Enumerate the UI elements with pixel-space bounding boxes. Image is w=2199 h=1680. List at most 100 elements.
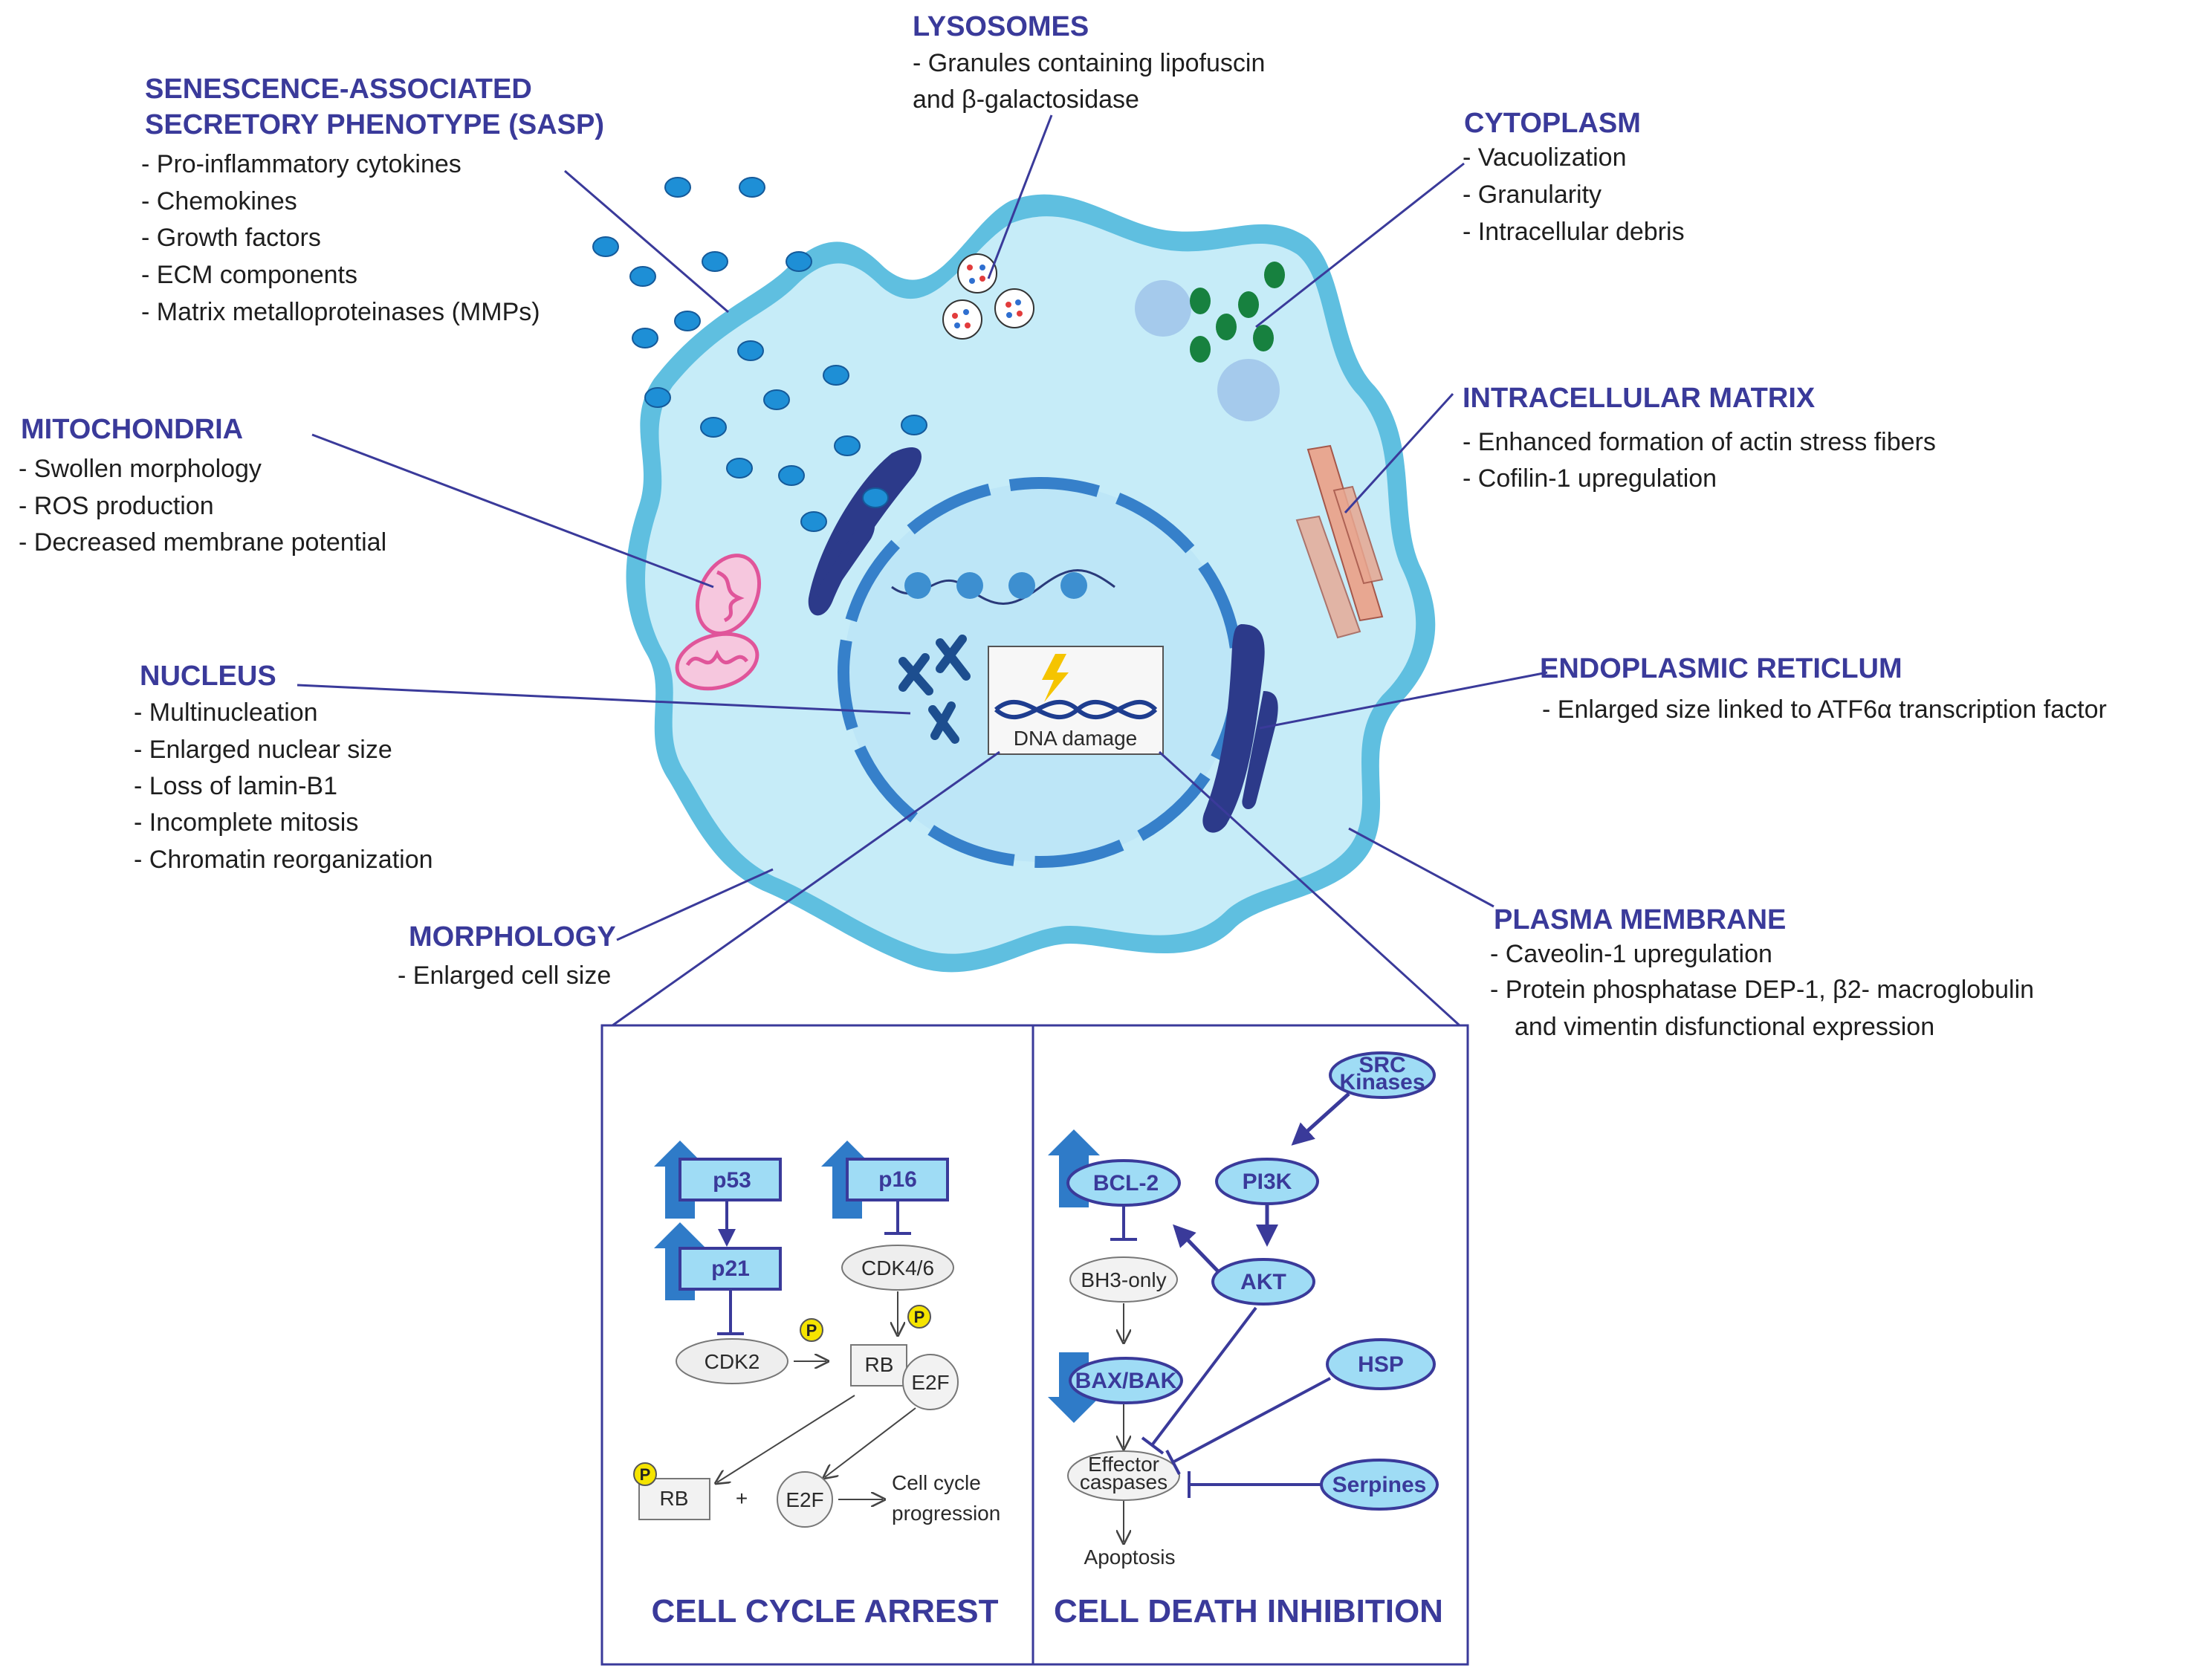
cdk46-node (841, 1245, 954, 1291)
mitochondria-item: - Swollen morphology (19, 455, 262, 483)
lysosomes-item: and β-galactosidase (913, 85, 1139, 114)
p16-label: p16 (878, 1167, 917, 1192)
pi3k-label: PI3K (1243, 1170, 1292, 1194)
dna-helix-icon (994, 699, 1158, 720)
bcl2-node (1066, 1159, 1181, 1207)
src-kinases-node (1329, 1051, 1436, 1099)
morphology-item: - Enlarged cell size (398, 961, 611, 990)
sasp-item: - ECM components (141, 261, 357, 289)
nucleus-item: - Enlarged nuclear size (134, 736, 392, 764)
morphology-title: MORPHOLOGY (409, 921, 616, 953)
cytoplasm-item: - Vacuolization (1463, 143, 1627, 172)
bh3-only-label: BH3-only (1081, 1268, 1166, 1291)
akt-label: AKT (1240, 1270, 1286, 1294)
plus-label: + (736, 1487, 748, 1510)
mitochondria-item: - Decreased membrane potential (19, 528, 386, 557)
cell-death-inhibition-panel: SRC Kinases PI3K AKT BCL-2 BH3-only BAX/… (1048, 1051, 1443, 1629)
phospho-icon (907, 1305, 931, 1329)
e2f-node (902, 1354, 959, 1410)
rb-free-box (638, 1478, 710, 1520)
plasma-membrane-item: - Protein phosphatase DEP-1, β2- macrogl… (1490, 976, 2034, 1004)
caspases-label: caspases (1080, 1470, 1167, 1493)
nucleus-item: - Multinucleation (134, 698, 318, 727)
phospho-icon (800, 1318, 823, 1342)
cdk2-label: CDK2 (705, 1350, 760, 1373)
p53-box (679, 1158, 782, 1201)
vacuole-icons (1135, 262, 1285, 421)
cytoplasm-item: - Granularity (1463, 181, 1602, 209)
p21-box (679, 1247, 782, 1291)
e2f-label: E2F (786, 1488, 823, 1511)
lysosomes-title: LYSOSOMES (913, 11, 1089, 42)
cell-death-inhibition-title: CELL DEATH INHIBITION (1054, 1593, 1443, 1629)
phospho-label: P (806, 1321, 817, 1340)
serpines-label: Serpines (1332, 1473, 1427, 1497)
cdk2-node (676, 1338, 788, 1384)
plasma-membrane-item: and vimentin disfunctional expression (1515, 1013, 1934, 1041)
intracellular-matrix-item: - Enhanced formation of actin stress fib… (1463, 428, 1936, 456)
sasp-title-line2: SECRETORY PHENOTYPE (SASP) (145, 109, 604, 140)
rb-e2f-box (850, 1344, 907, 1387)
intracellular-matrix-title: INTRACELLULAR MATRIX (1463, 383, 1816, 414)
kinases-label: Kinases (1339, 1070, 1425, 1094)
sasp-item: - Pro-inflammatory cytokines (141, 150, 462, 178)
nucleus: DNA damage (838, 477, 1243, 868)
intracellular-matrix-label: INTRACELLULAR MATRIX - Enhanced formatio… (1463, 383, 1936, 493)
plasma-membrane-label: PLASMA MEMBRANE - Caveolin-1 upregulatio… (1490, 904, 2034, 1041)
plasma-membrane-item: - Caveolin-1 upregulation (1490, 940, 1772, 968)
outcome-line1: Cell cycle (892, 1471, 981, 1494)
sasp-item: - Chemokines (141, 187, 297, 215)
intracellular-matrix-item: - Cofilin-1 upregulation (1463, 464, 1717, 493)
dna-damage-label: DNA damage (1014, 727, 1138, 750)
cell-cycle-arrest-panel: p53 p21 p16 CDK4/6 CDK2 P P RB E2F RB (633, 1141, 1000, 1629)
lysosome-icons (942, 253, 1034, 340)
sasp-title-line1: SENESCENCE-ASSOCIATED (145, 74, 532, 105)
sasp-item: - Growth factors (141, 224, 321, 252)
baxbak-node (1069, 1357, 1183, 1404)
mitochondria-item: - ROS production (19, 492, 214, 520)
leader-lines (297, 114, 1548, 1034)
outcome-line2: progression (892, 1502, 1000, 1525)
e2f-label: E2F (911, 1371, 949, 1394)
effector-label: Effector (1088, 1453, 1159, 1476)
cell-cycle-arrest-title: CELL CYCLE ARREST (652, 1593, 999, 1629)
mitochondria-title: MITOCHONDRIA (21, 414, 243, 445)
src-label: SRC (1358, 1053, 1405, 1077)
hsp-label: HSP (1358, 1352, 1404, 1377)
nucleus-item: - Incomplete mitosis (134, 808, 358, 837)
er-item: - Enlarged size linked to ATF6α transcri… (1542, 695, 2107, 724)
bh3-only-node (1069, 1256, 1178, 1303)
phospho-label: P (914, 1308, 925, 1326)
hsp-node (1326, 1338, 1436, 1390)
lightning-icon (1042, 654, 1069, 702)
mitochondria-icons (675, 554, 762, 691)
er-label: ENDOPLASMIC RETICLUM - Enlarged size lin… (1540, 653, 2107, 724)
lysosomes-item: - Granules containing lipofuscin (913, 49, 1265, 77)
cytoplasm-item: - Intracellular debris (1463, 218, 1685, 246)
nucleosome-icons (904, 572, 1087, 599)
lysosomes-label: LYSOSOMES - Granules containing lipofusc… (913, 11, 1265, 114)
phospho-label: P (640, 1465, 651, 1484)
inhibition-lines (1141, 1306, 1331, 1498)
p21-label: p21 (711, 1256, 750, 1281)
sasp-item: - Matrix metalloproteinases (MMPs) (141, 298, 540, 326)
phospho-icon (633, 1462, 657, 1486)
rb-label: RB (660, 1487, 689, 1510)
nucleus-label: NUCLEUS - Multinucleation - Enlarged nuc… (134, 661, 433, 874)
pi3k-node (1215, 1158, 1319, 1205)
e2f-free-node (777, 1471, 833, 1528)
rb-label: RB (865, 1353, 894, 1376)
cytoplasm-label: CYTOPLASM - Vacuolization - Granularity … (1463, 108, 1685, 246)
akt-node (1211, 1258, 1315, 1306)
morphology-label: MORPHOLOGY - Enlarged cell size (398, 921, 616, 990)
er-title: ENDOPLASMIC RETICLUM (1540, 653, 1902, 684)
mitochondria-label: MITOCHONDRIA - Swollen morphology - ROS … (19, 414, 386, 557)
sasp-label: SENESCENCE-ASSOCIATED SECRETORY PHENOTYP… (141, 74, 604, 326)
p16-box (846, 1158, 949, 1201)
nucleus-item: - Chromatin reorganization (134, 846, 433, 874)
cdk46-label: CDK4/6 (861, 1256, 934, 1280)
nucleus-title: NUCLEUS (140, 661, 276, 692)
baxbak-label: BAX/BAK (1075, 1369, 1177, 1393)
chromosome-icons (898, 635, 971, 744)
